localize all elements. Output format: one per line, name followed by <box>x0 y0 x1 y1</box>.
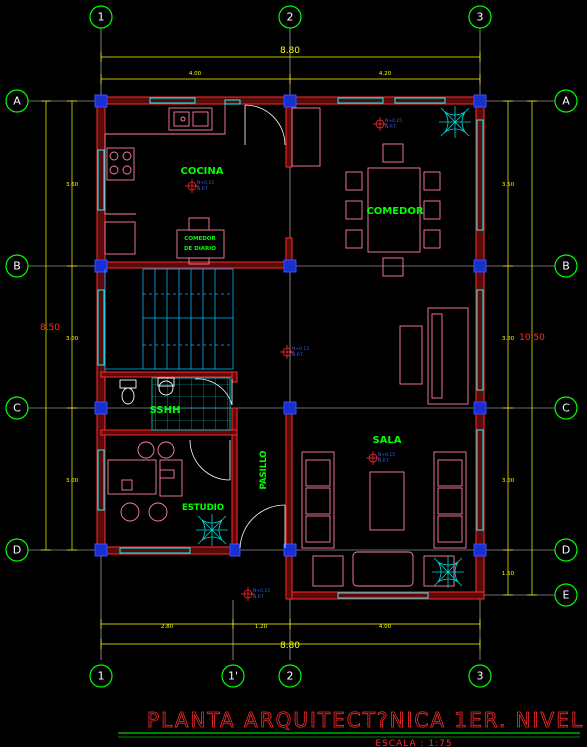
level-main-1: N+0.15 <box>197 180 214 186</box>
level-sub-2: N.P.T. <box>385 124 397 130</box>
axis-right-row-d: D <box>562 544 570 557</box>
dim-right-3: 3.00 <box>502 478 515 484</box>
dim-bottom-total: 8.80 <box>280 641 300 651</box>
dim-bottom-mid: 1.20 <box>255 624 268 630</box>
level-main-2: N+0.15 <box>385 118 402 124</box>
level-markers <box>185 117 387 601</box>
level-sub-4: N.P.T. <box>378 458 390 464</box>
dim-top-left: 4.00 <box>189 71 202 77</box>
axis-bottom-col-3: 3 <box>477 670 484 683</box>
room-label-sala: SALA <box>372 435 401 446</box>
axis-right-row-a: A <box>562 95 570 108</box>
stairs <box>104 268 234 370</box>
axis-bottom-col-1: 1 <box>98 670 105 683</box>
dim-top-right: 4.20 <box>379 71 392 77</box>
dim-right-total: 10.50 <box>519 333 545 343</box>
axis-bottom-col-1p: 1' <box>228 670 238 683</box>
dim-right-1: 3.50 <box>502 182 515 188</box>
windows <box>97 97 484 599</box>
dining-furniture <box>345 143 469 405</box>
axis-right-row-e: E <box>563 589 570 602</box>
axis-labels: 1 2 3 1 1' 2 3 A B C D A B C D E <box>13 11 570 683</box>
structural-columns <box>94 94 487 557</box>
living-furniture <box>301 451 467 587</box>
axis-left-row-c: C <box>13 402 21 415</box>
room-label-comedor: COMEDOR <box>366 206 423 217</box>
dim-bottom-left: 2.80 <box>161 624 174 630</box>
plan-scale: ESCALA : 1:75 <box>375 739 452 747</box>
dim-left-1: 3.60 <box>66 182 79 188</box>
dimension-texts: 8.80 4.00 4.20 2.80 1.20 4.00 8.80 8.50 … <box>40 46 545 651</box>
level-main-5: N+0.15 <box>253 588 270 594</box>
room-label-cocina: COCINA <box>180 166 223 177</box>
level-sub-5: N.P.T. <box>253 594 265 600</box>
dim-top-total: 8.80 <box>280 46 300 56</box>
room-label-sshh: SSHH <box>150 405 181 416</box>
room-labels: COCINA COMEDOR COMEDOR DE DIARIO SSHH SA… <box>150 166 424 513</box>
axis-top-col-1: 1 <box>98 11 105 24</box>
dimension-lines <box>41 52 537 649</box>
axis-left-row-d: D <box>13 544 21 557</box>
level-main-4: N+0.15 <box>378 452 395 458</box>
room-label-pasillo: PASILLO <box>259 450 269 489</box>
room-label-comedor-diario-1: COMEDOR <box>184 236 216 242</box>
level-sub-3: N.P.T. <box>292 352 304 358</box>
kitchen-furniture <box>104 104 321 265</box>
axis-right-row-c: C <box>562 402 570 415</box>
axis-right-row-b: B <box>562 260 570 273</box>
dim-left-total: 8.50 <box>40 323 60 333</box>
plant-icons <box>196 106 471 588</box>
dim-right-4: 1.50 <box>502 571 515 577</box>
bathroom-fixtures <box>119 377 231 431</box>
plan-title: PLANTA ARQUITECT?NICA 1ER. NIVEL <box>147 708 584 732</box>
dim-left-2: 3.00 <box>66 336 79 342</box>
axis-top-col-3: 3 <box>477 11 484 24</box>
axis-top-col-2: 2 <box>287 11 294 24</box>
dim-bottom-right: 4.00 <box>379 624 392 630</box>
axis-left-row-a: A <box>13 95 21 108</box>
dim-right-2: 3.00 <box>502 336 515 342</box>
study-furniture <box>107 441 183 522</box>
room-label-comedor-diario-2: DE DIARIO <box>184 246 216 252</box>
axis-left-row-b: B <box>13 260 21 273</box>
title-block: PLANTA ARQUITECT?NICA 1ER. NIVEL ESCALA … <box>118 708 584 747</box>
level-labels: N+0.15 N.P.T. N+0.15 N.P.T. N+0.15 N.P.T… <box>197 118 402 600</box>
level-sub-1: N.P.T. <box>197 186 209 192</box>
room-label-estudio: ESTUDIO <box>182 503 224 513</box>
axis-bubbles <box>5 5 578 688</box>
dim-left-3: 3.00 <box>66 478 79 484</box>
level-main-3: N+0.15 <box>292 346 309 352</box>
axis-bottom-col-2: 2 <box>287 670 294 683</box>
